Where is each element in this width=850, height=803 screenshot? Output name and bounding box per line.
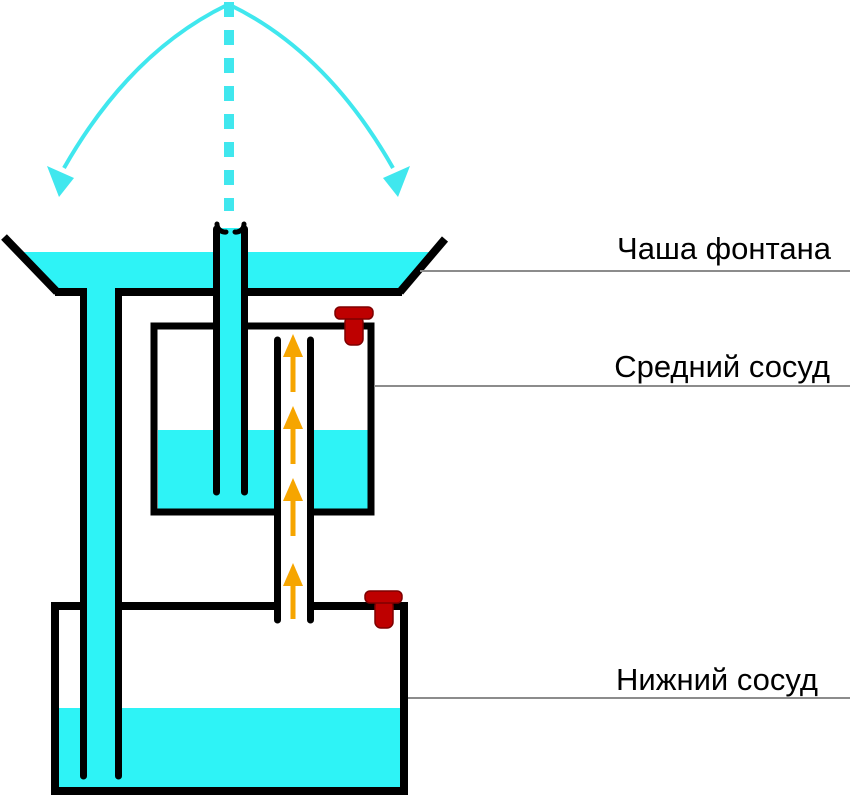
lower-vessel-valve-icon (364, 590, 403, 629)
nozzle-rim-left (214, 221, 229, 235)
left-pipe-water (87, 254, 115, 786)
middle-vessel-wall-left (150, 322, 276, 516)
airflow-arrow-icon (283, 563, 303, 619)
nozzle-rim-right (232, 221, 247, 235)
callouts: Чаша фонтана Средний сосуд Нижний сосуд (374, 231, 850, 699)
left-down-pipe (80, 254, 122, 786)
middle-vessel-water (158, 430, 368, 510)
middle-vessel-label: Средний сосуд (614, 349, 830, 384)
middle-vessel-wall-right (248, 322, 375, 516)
middle-vessel-valve-icon (334, 306, 374, 346)
central-tube-water (220, 228, 241, 505)
spray-arrowhead-right-icon (383, 166, 410, 197)
spray-arrowhead-left-icon (47, 166, 74, 197)
lower-vessel-label: Нижний сосуд (616, 662, 818, 697)
air-riser-tube (274, 334, 314, 624)
bowl-label: Чаша фонтана (617, 231, 832, 266)
airflow-arrow-icon (283, 406, 303, 464)
bowl-right-rim (396, 236, 449, 295)
airflow-arrow-icon (283, 478, 303, 536)
airflow-arrow-icon (283, 334, 303, 392)
bowl-left-rim (1, 234, 60, 295)
spray-arc-left (62, 3, 228, 169)
spray-arc-right (229, 3, 395, 169)
fountain-spray (47, 2, 410, 211)
middle-vessel (150, 322, 375, 516)
central-jet-tube (213, 221, 248, 505)
